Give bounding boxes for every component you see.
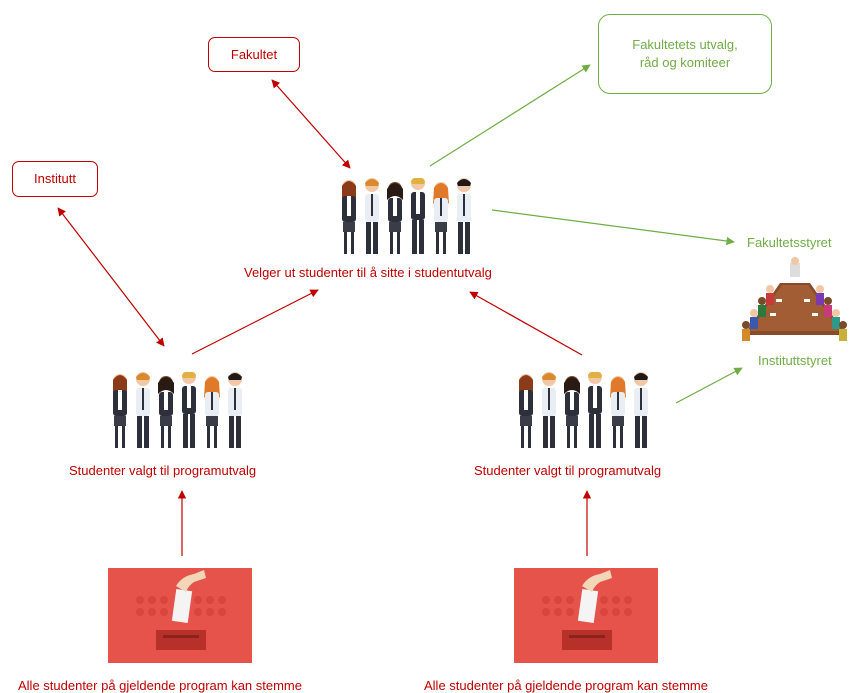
students-center-illustration: [342, 178, 471, 254]
students-right-illustration: [519, 372, 648, 448]
institutt-label: Institutt: [34, 171, 76, 186]
stemme-left-label: Alle studenter på gjeldende program kan …: [18, 678, 302, 693]
programutvalg-right-label: Studenter valgt til programutvalg: [474, 463, 662, 478]
fakultetets-utvalg-line1: Fakultetets utvalg,: [632, 37, 738, 52]
arrow-fakultet-center: [271, 79, 351, 169]
institutt-box: Institutt: [12, 161, 98, 197]
fakultetsstyret-label: Fakultetsstyret: [747, 235, 832, 250]
programutvalg-left-label: Studenter valgt til programutvalg: [69, 463, 257, 478]
arrow-left-to-center: [191, 289, 319, 355]
arrow-center-fakultetsstyret: [491, 209, 735, 246]
ballot-right-illustration: [514, 568, 658, 663]
board-meeting-illustration: [742, 257, 847, 341]
stemme-right-label: Alle studenter på gjeldende program kan …: [424, 678, 708, 693]
fakultetets-utvalg-box: Fakultetets utvalg, råd og komiteer: [598, 14, 772, 94]
fakultetets-utvalg-line2: råd og komiteer: [639, 55, 731, 70]
ballot-left-illustration: [108, 568, 252, 663]
fakultet-box: Fakultet: [208, 37, 300, 72]
instituttstyret-label: Instituttstyret: [758, 353, 832, 368]
students-left-illustration: [113, 372, 242, 448]
arrow-institutt-left-group: [57, 207, 165, 347]
arrow-center-utvalg: [429, 64, 591, 167]
studentutvalg-label: Velger ut studenter til å sitte i studen…: [244, 265, 492, 280]
arrow-right-to-center: [469, 291, 583, 356]
arrow-right-instituttstyret: [675, 367, 743, 404]
fakultet-label: Fakultet: [230, 46, 278, 62]
